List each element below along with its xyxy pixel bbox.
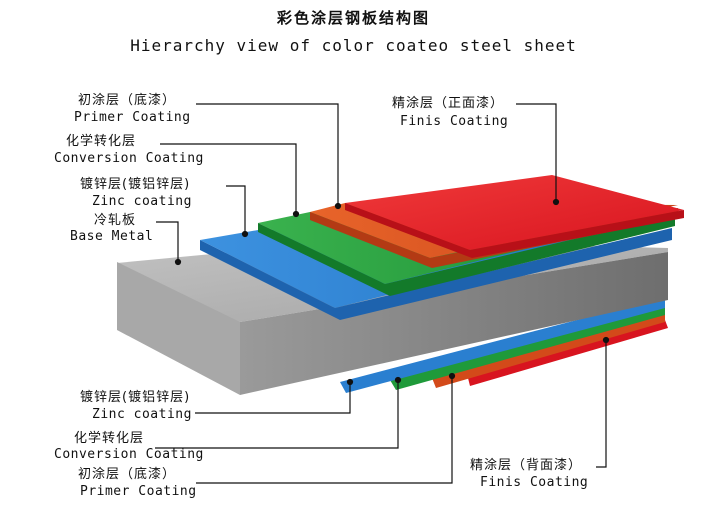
label-conversion-top-en: Conversion Coating <box>54 151 204 166</box>
leader-finish-top <box>516 103 557 202</box>
label-conversion-bottom-cn: 化学转化层 <box>74 431 145 446</box>
label-primer-top-cn: 初涂层（底漆） <box>78 93 177 108</box>
label-finish-bottom-cn: 精涂层（背面漆） <box>470 458 583 473</box>
leader-lines <box>155 103 610 484</box>
label-zinc-top-en: Zinc coating <box>92 194 192 209</box>
leader-zinc-top <box>226 185 246 234</box>
label-conversion-bottom-en: Conversion Coating <box>54 447 204 462</box>
leader-conversion-bottom <box>155 380 399 449</box>
conversion-layer-front <box>258 215 675 296</box>
base-metal-left-face <box>117 262 240 395</box>
finish-layer-front <box>345 203 684 258</box>
finish-layer-top <box>345 175 684 250</box>
label-finish-top-en: Finis Coating <box>400 114 509 129</box>
finish-layer <box>345 175 684 258</box>
leader-finish-bottom <box>596 340 607 468</box>
label-conversion-top-cn: 化学转化层 <box>66 134 137 149</box>
leader-conversion-top <box>160 143 297 214</box>
title-chinese: 彩色涂层钢板结构图 <box>276 9 430 27</box>
label-finish-top-cn: 精涂层（正面漆） <box>392 96 505 111</box>
label-base-metal-cn: 冷轧板 <box>94 213 137 228</box>
title-english: Hierarchy view of color coateo steel she… <box>130 36 577 55</box>
leader-base-metal <box>156 221 179 262</box>
leader-zinc-bottom <box>195 382 351 414</box>
label-primer-bottom-cn: 初涂层（底漆） <box>78 467 177 482</box>
label-zinc-top-cn: 镀锌层(镀铝锌层) <box>80 177 191 192</box>
label-base-metal-en: Base Metal <box>70 229 154 244</box>
label-zinc-bottom-cn: 镀锌层(镀铝锌层) <box>80 390 191 405</box>
leader-primer-bottom <box>196 376 453 484</box>
base-metal-front-face <box>240 252 668 395</box>
label-primer-top-en: Primer Coating <box>74 110 191 125</box>
label-primer-bottom-en: Primer Coating <box>80 484 197 499</box>
label-zinc-bottom-en: Zinc coating <box>92 407 192 422</box>
primer-layer-front <box>310 208 678 268</box>
bottom-coating-layers <box>340 297 668 393</box>
bottom-finish-layer <box>468 320 668 386</box>
label-finish-bottom-en: Finis Coating <box>480 475 589 490</box>
leader-primer-top <box>196 103 339 206</box>
bottom-zinc-layer <box>340 297 665 393</box>
